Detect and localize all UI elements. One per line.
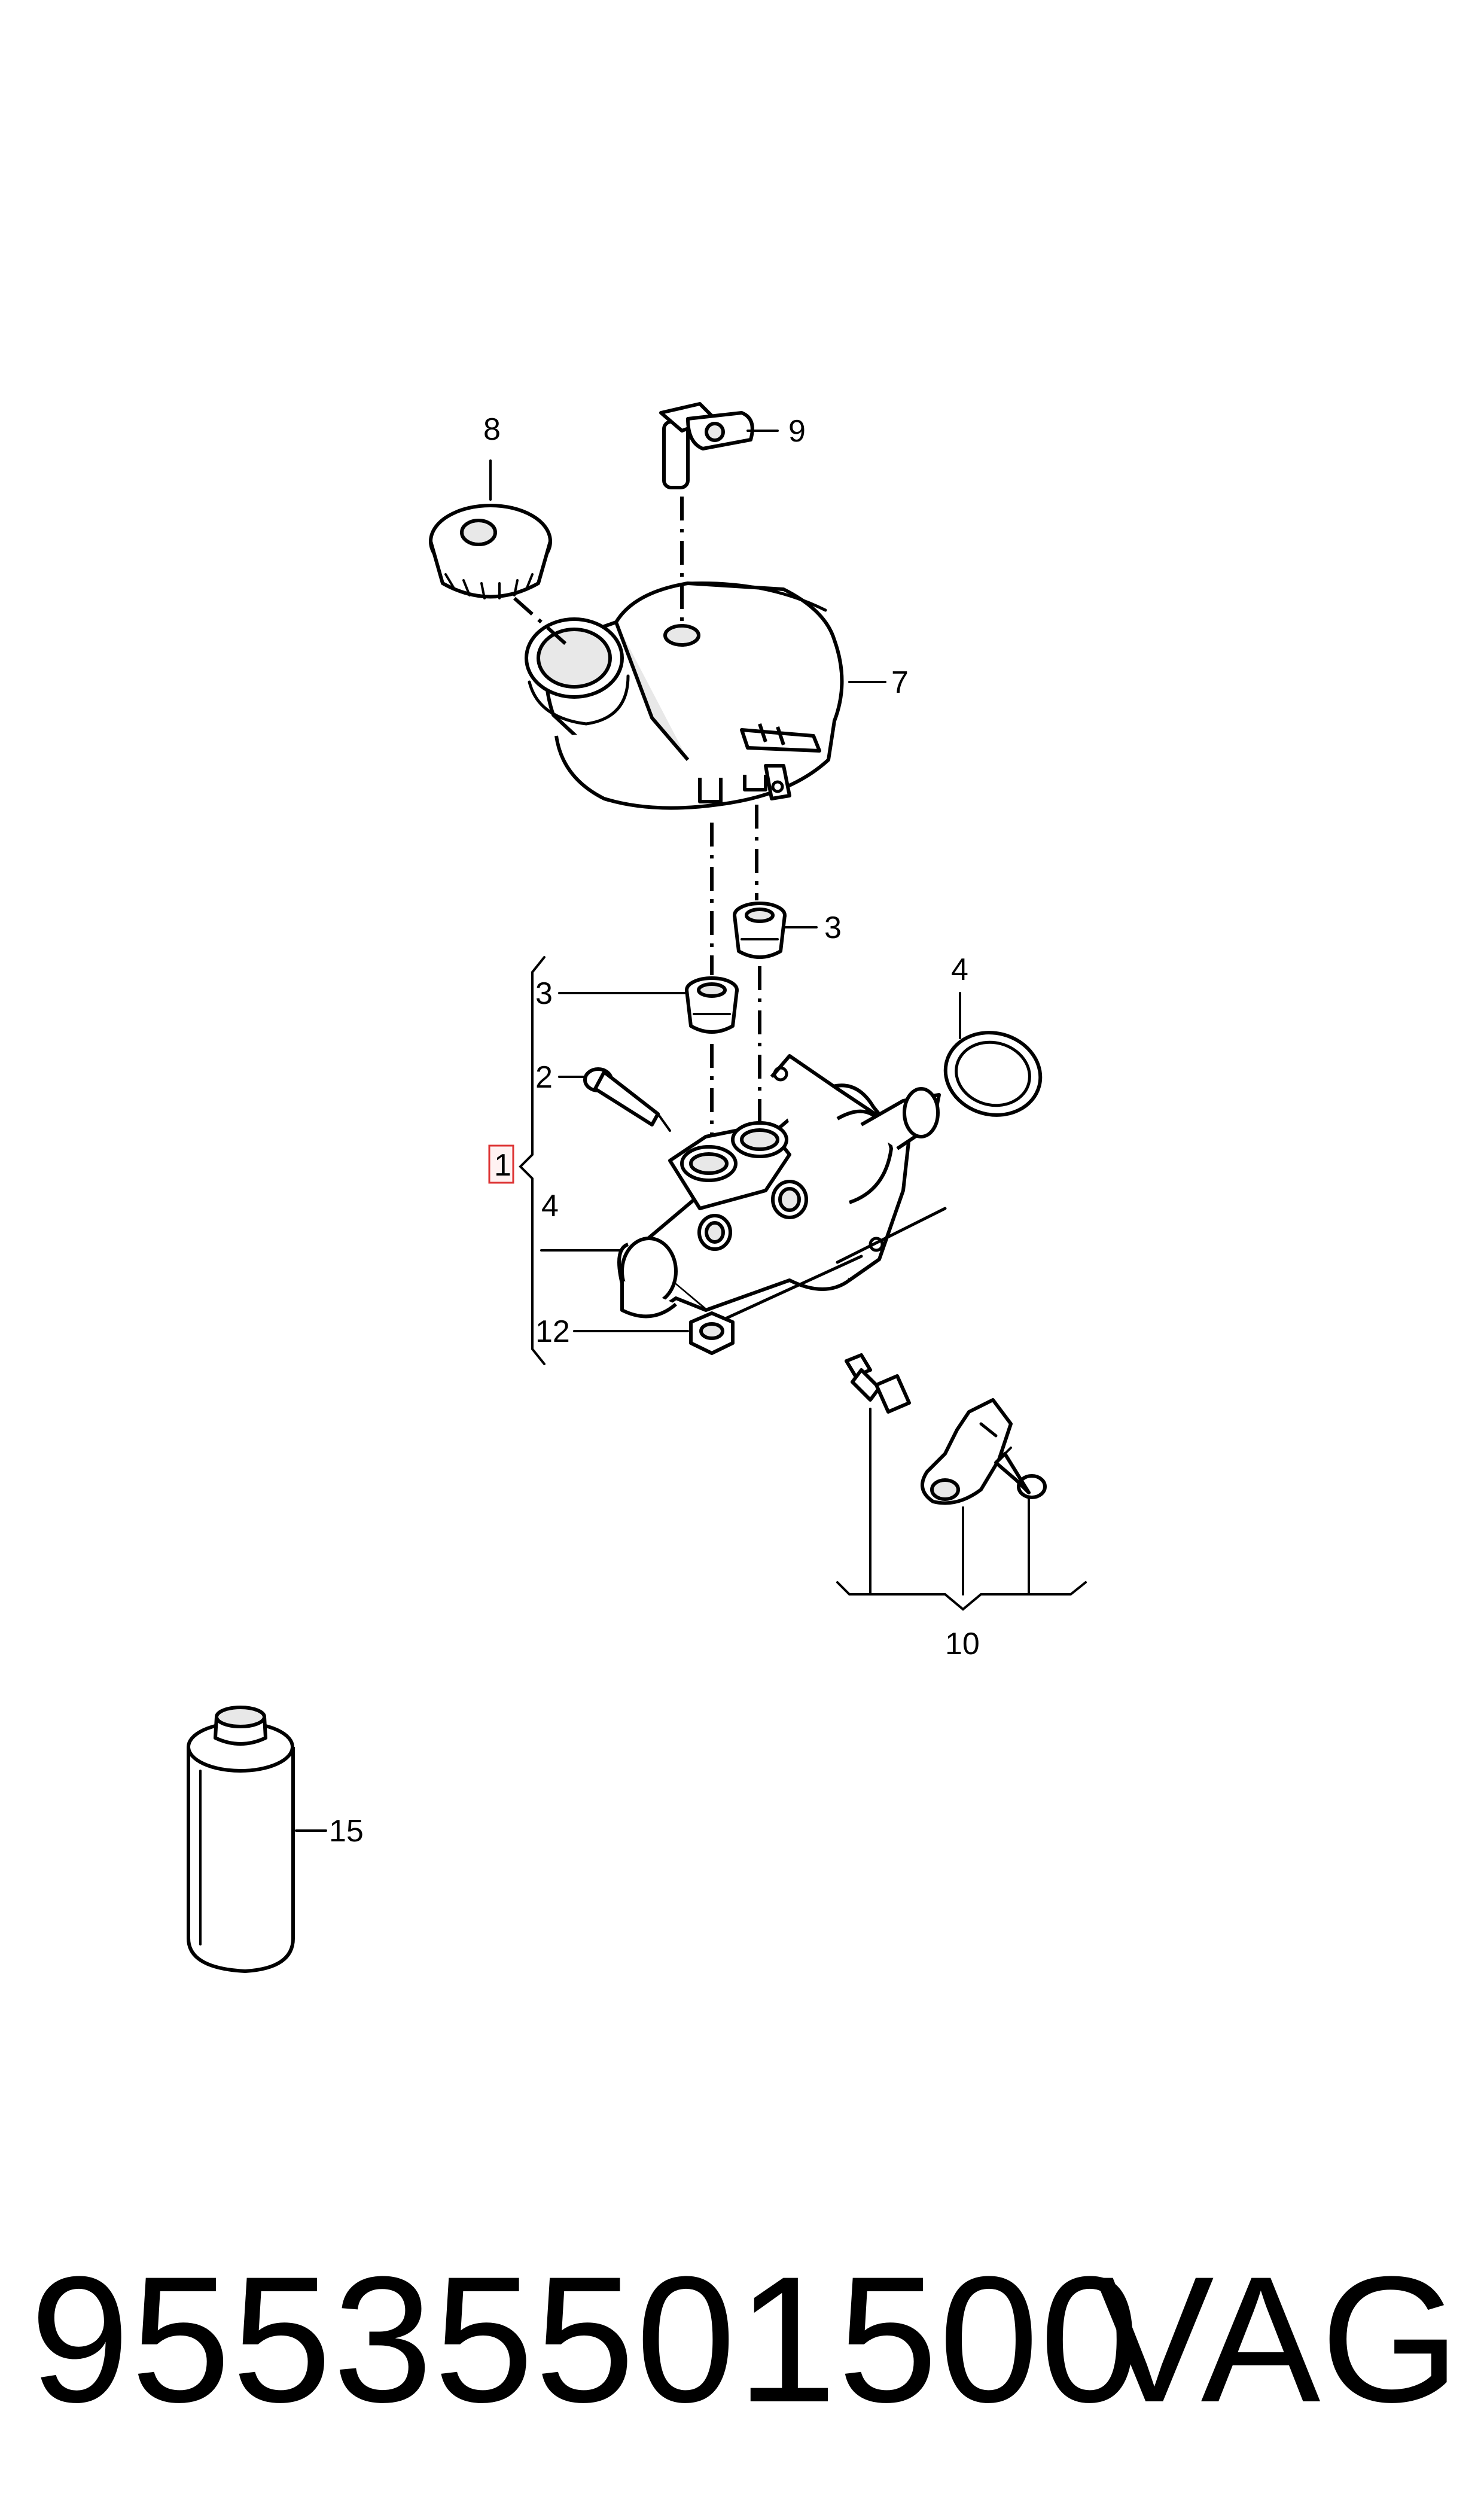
- screw: [583, 1067, 671, 1132]
- callout-3-lower: 3: [535, 976, 553, 1011]
- footer: 95535501500 VAG: [0, 2213, 1484, 2518]
- brake-fluid-reservoir: [525, 581, 844, 810]
- reservoir-cap: [429, 504, 552, 599]
- grommet-lower: [685, 976, 739, 1034]
- callout-9: 9: [788, 414, 806, 449]
- callout-4-cylinder: 4: [541, 1189, 559, 1223]
- brake-fluid-bottle: [187, 1706, 295, 1973]
- brand-name: VAG: [1094, 2239, 1460, 2440]
- callout-15: 15: [329, 1814, 364, 1849]
- callout-10: 10: [945, 1627, 980, 1661]
- callout-7: 7: [891, 665, 909, 700]
- o-ring: [943, 1031, 1043, 1117]
- part-number: 95535501500: [30, 2239, 1141, 2440]
- master-cylinder: [617, 1054, 947, 1324]
- callout-1: 1: [494, 1148, 511, 1183]
- switch-bracket: [921, 1398, 1013, 1505]
- grommet-upper: [733, 902, 787, 959]
- hex-nut: [689, 1311, 735, 1355]
- callout-3-upper: 3: [824, 911, 842, 945]
- level-sensor: [659, 402, 754, 489]
- bracket-bolt: [994, 1447, 1047, 1499]
- callout-8: 8: [483, 412, 501, 447]
- parts-diagram: 8 9 7 3 3 4 2 1 4 12 10 15: [187, 402, 1087, 1973]
- brake-light-switch: [845, 1353, 911, 1414]
- callout-2: 2: [535, 1060, 553, 1095]
- callout-1-box: [488, 1144, 514, 1184]
- callout-4-oring: 4: [951, 952, 968, 987]
- callout-12: 12: [535, 1314, 570, 1349]
